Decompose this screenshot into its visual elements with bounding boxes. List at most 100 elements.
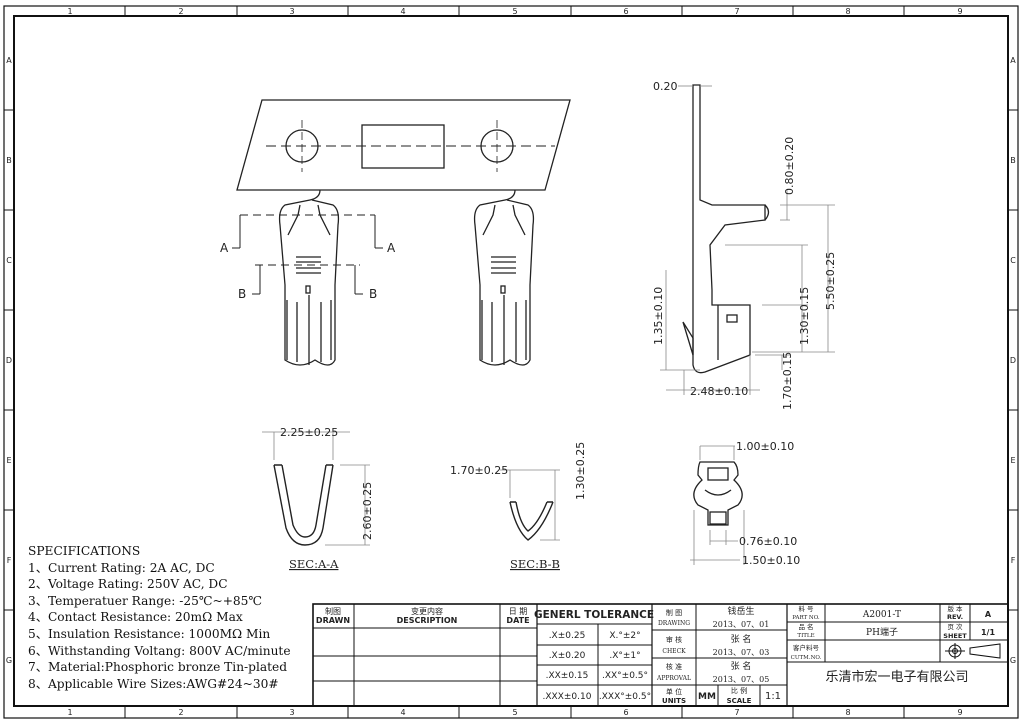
tolerance-value: .X°±1° xyxy=(609,651,640,661)
units-value: MM xyxy=(698,692,716,702)
section-bb xyxy=(509,501,554,541)
section-cuts xyxy=(232,214,383,295)
part-no-label: PART NO. xyxy=(792,615,820,621)
col-label: 9 xyxy=(957,7,962,16)
approval-label-cn: 核 准 xyxy=(666,662,682,671)
spec-item: 5、Insulation Resistance: 1000MΩ Min xyxy=(28,626,271,641)
col-label: 4 xyxy=(400,708,405,717)
col-label: 3 xyxy=(289,708,294,717)
row-label: G xyxy=(1010,656,1016,665)
rev-label: REV. xyxy=(947,613,963,621)
title-block-lines xyxy=(312,603,1009,707)
cut-label-b: B xyxy=(238,287,246,301)
front-view xyxy=(236,99,571,366)
dim-text: 2.25±0.25 xyxy=(280,426,338,439)
projection-symbol-icon xyxy=(945,643,1001,659)
col-label: 7 xyxy=(734,7,739,16)
row-label: A xyxy=(1010,56,1016,65)
cut-label-a: A xyxy=(220,241,229,255)
side-dimensions xyxy=(660,85,835,395)
tolerance-value: .XX°±0.5° xyxy=(602,671,648,681)
dim-text: 1.70±0.25 xyxy=(450,464,508,477)
units-label: UNITS xyxy=(662,697,686,705)
row-label: E xyxy=(1010,456,1015,465)
tolerance-value: .X±0.20 xyxy=(549,651,586,661)
terminal-left xyxy=(278,189,340,366)
dim-text: 0.80±0.20 xyxy=(783,137,796,195)
title-label-cn: 品 名 xyxy=(798,622,813,631)
customer-no-label: CUTM.NO. xyxy=(791,655,822,661)
spec-item: 3、Temperatuer Range: -25℃~+85℃ xyxy=(28,593,263,608)
grid-ticks xyxy=(4,6,1018,718)
drawing-label-cn: 制 图 xyxy=(666,608,682,617)
tolerance-title: GENERL TOLERANCE xyxy=(534,609,654,621)
col-label: 4 xyxy=(400,7,405,16)
row-label: C xyxy=(1010,256,1016,265)
date-label-cn: 日 期 xyxy=(509,607,528,616)
spec-item: 7、Material:Phosphoric bronze Tin-plated xyxy=(28,660,288,675)
tolerance-value: .XXX°±0.5° xyxy=(599,692,651,702)
drawing-name: 钱岳生 xyxy=(727,605,754,617)
spec-item: 8、Applicable Wire Sizes:AWG#24~30# xyxy=(28,676,279,691)
company-name: 乐清市宏一电子有限公司 xyxy=(825,669,968,685)
row-label: B xyxy=(1010,156,1016,165)
dim-text: 0.20 xyxy=(653,80,678,93)
drawn-label-cn: 制图 xyxy=(325,606,341,616)
sheet-label: SHEET xyxy=(943,632,967,640)
rev-label-cn: 版 本 xyxy=(947,604,963,613)
side-view xyxy=(682,84,770,374)
cut-label-a: A xyxy=(387,241,396,255)
terminal-right xyxy=(473,189,535,366)
tolerance-value: .X±0.25 xyxy=(549,631,586,641)
scale-label-cn: 比 例 xyxy=(731,686,747,695)
col-label: 1 xyxy=(67,708,72,717)
approval-name: 张 名 xyxy=(731,660,752,672)
section-bb-label: SEC:B-B xyxy=(510,557,560,571)
col-label: 6 xyxy=(623,708,628,717)
description-label-cn: 变更内容 xyxy=(411,606,443,616)
row-label: A xyxy=(6,56,12,65)
dim-text: 2.48±0.10 xyxy=(690,385,748,398)
spec-item: 6、Withstanding Voltang: 800V AC/minute xyxy=(28,643,291,658)
col-label: 9 xyxy=(957,708,962,717)
spec-item: 4、Contact Resistance: 20mΩ Max xyxy=(28,610,243,625)
rev-value: A xyxy=(985,610,992,619)
col-label: 2 xyxy=(178,7,183,16)
dim-text: 2.60±0.25 xyxy=(361,482,374,540)
dim-text: 1.00±0.10 xyxy=(736,440,794,453)
section-aa xyxy=(273,464,334,546)
drawing-date: 2013、07、01 xyxy=(713,620,770,629)
drawn-label: DRAWN xyxy=(316,616,350,625)
title-label: TITLE xyxy=(797,633,814,639)
row-label: G xyxy=(6,656,12,665)
sheet-label-cn: 页 次 xyxy=(947,622,963,631)
dim-text: 5.50±0.25 xyxy=(824,252,837,310)
approval-date: 2013、07、05 xyxy=(713,675,770,684)
approval-label: APPROVAL xyxy=(656,675,691,682)
tolerance-value: .XX±0.15 xyxy=(546,671,589,681)
cut-label-b: B xyxy=(369,287,377,301)
title-block-text: 制图 DRAWN 变更内容 DESCRIPTION 日 期 DATE GENER… xyxy=(316,604,996,705)
specifications-heading: SPECIFICATIONS xyxy=(28,544,141,558)
spec-item: 2、Voltage Rating: 250V AC, DC xyxy=(28,577,228,592)
dim-text: 1.70±0.15 xyxy=(781,352,794,410)
section-letters: A A B B xyxy=(220,241,396,301)
tolerance-value: X.°±2° xyxy=(609,631,640,641)
sheet-value: 1/1 xyxy=(981,628,995,637)
spec-item: 1、Current Rating: 2A AC, DC xyxy=(28,560,215,575)
row-label: D xyxy=(1010,356,1016,365)
check-date: 2013、07、03 xyxy=(713,648,770,657)
col-label: 7 xyxy=(734,708,739,717)
dim-text: 1.30±0.25 xyxy=(574,442,587,500)
col-label: 2 xyxy=(178,708,183,717)
tolerance-value: .XXX±0.10 xyxy=(543,692,592,702)
end-view xyxy=(693,461,743,526)
outer-frame xyxy=(3,5,1019,719)
title-value: PH端子 xyxy=(866,626,898,638)
dim-text: 1.50±0.10 xyxy=(742,554,800,567)
part-no-value: A2001-T xyxy=(862,610,901,620)
row-label: E xyxy=(6,456,11,465)
drawing-label: DRAWING xyxy=(658,620,690,627)
check-name: 张 名 xyxy=(731,633,752,645)
